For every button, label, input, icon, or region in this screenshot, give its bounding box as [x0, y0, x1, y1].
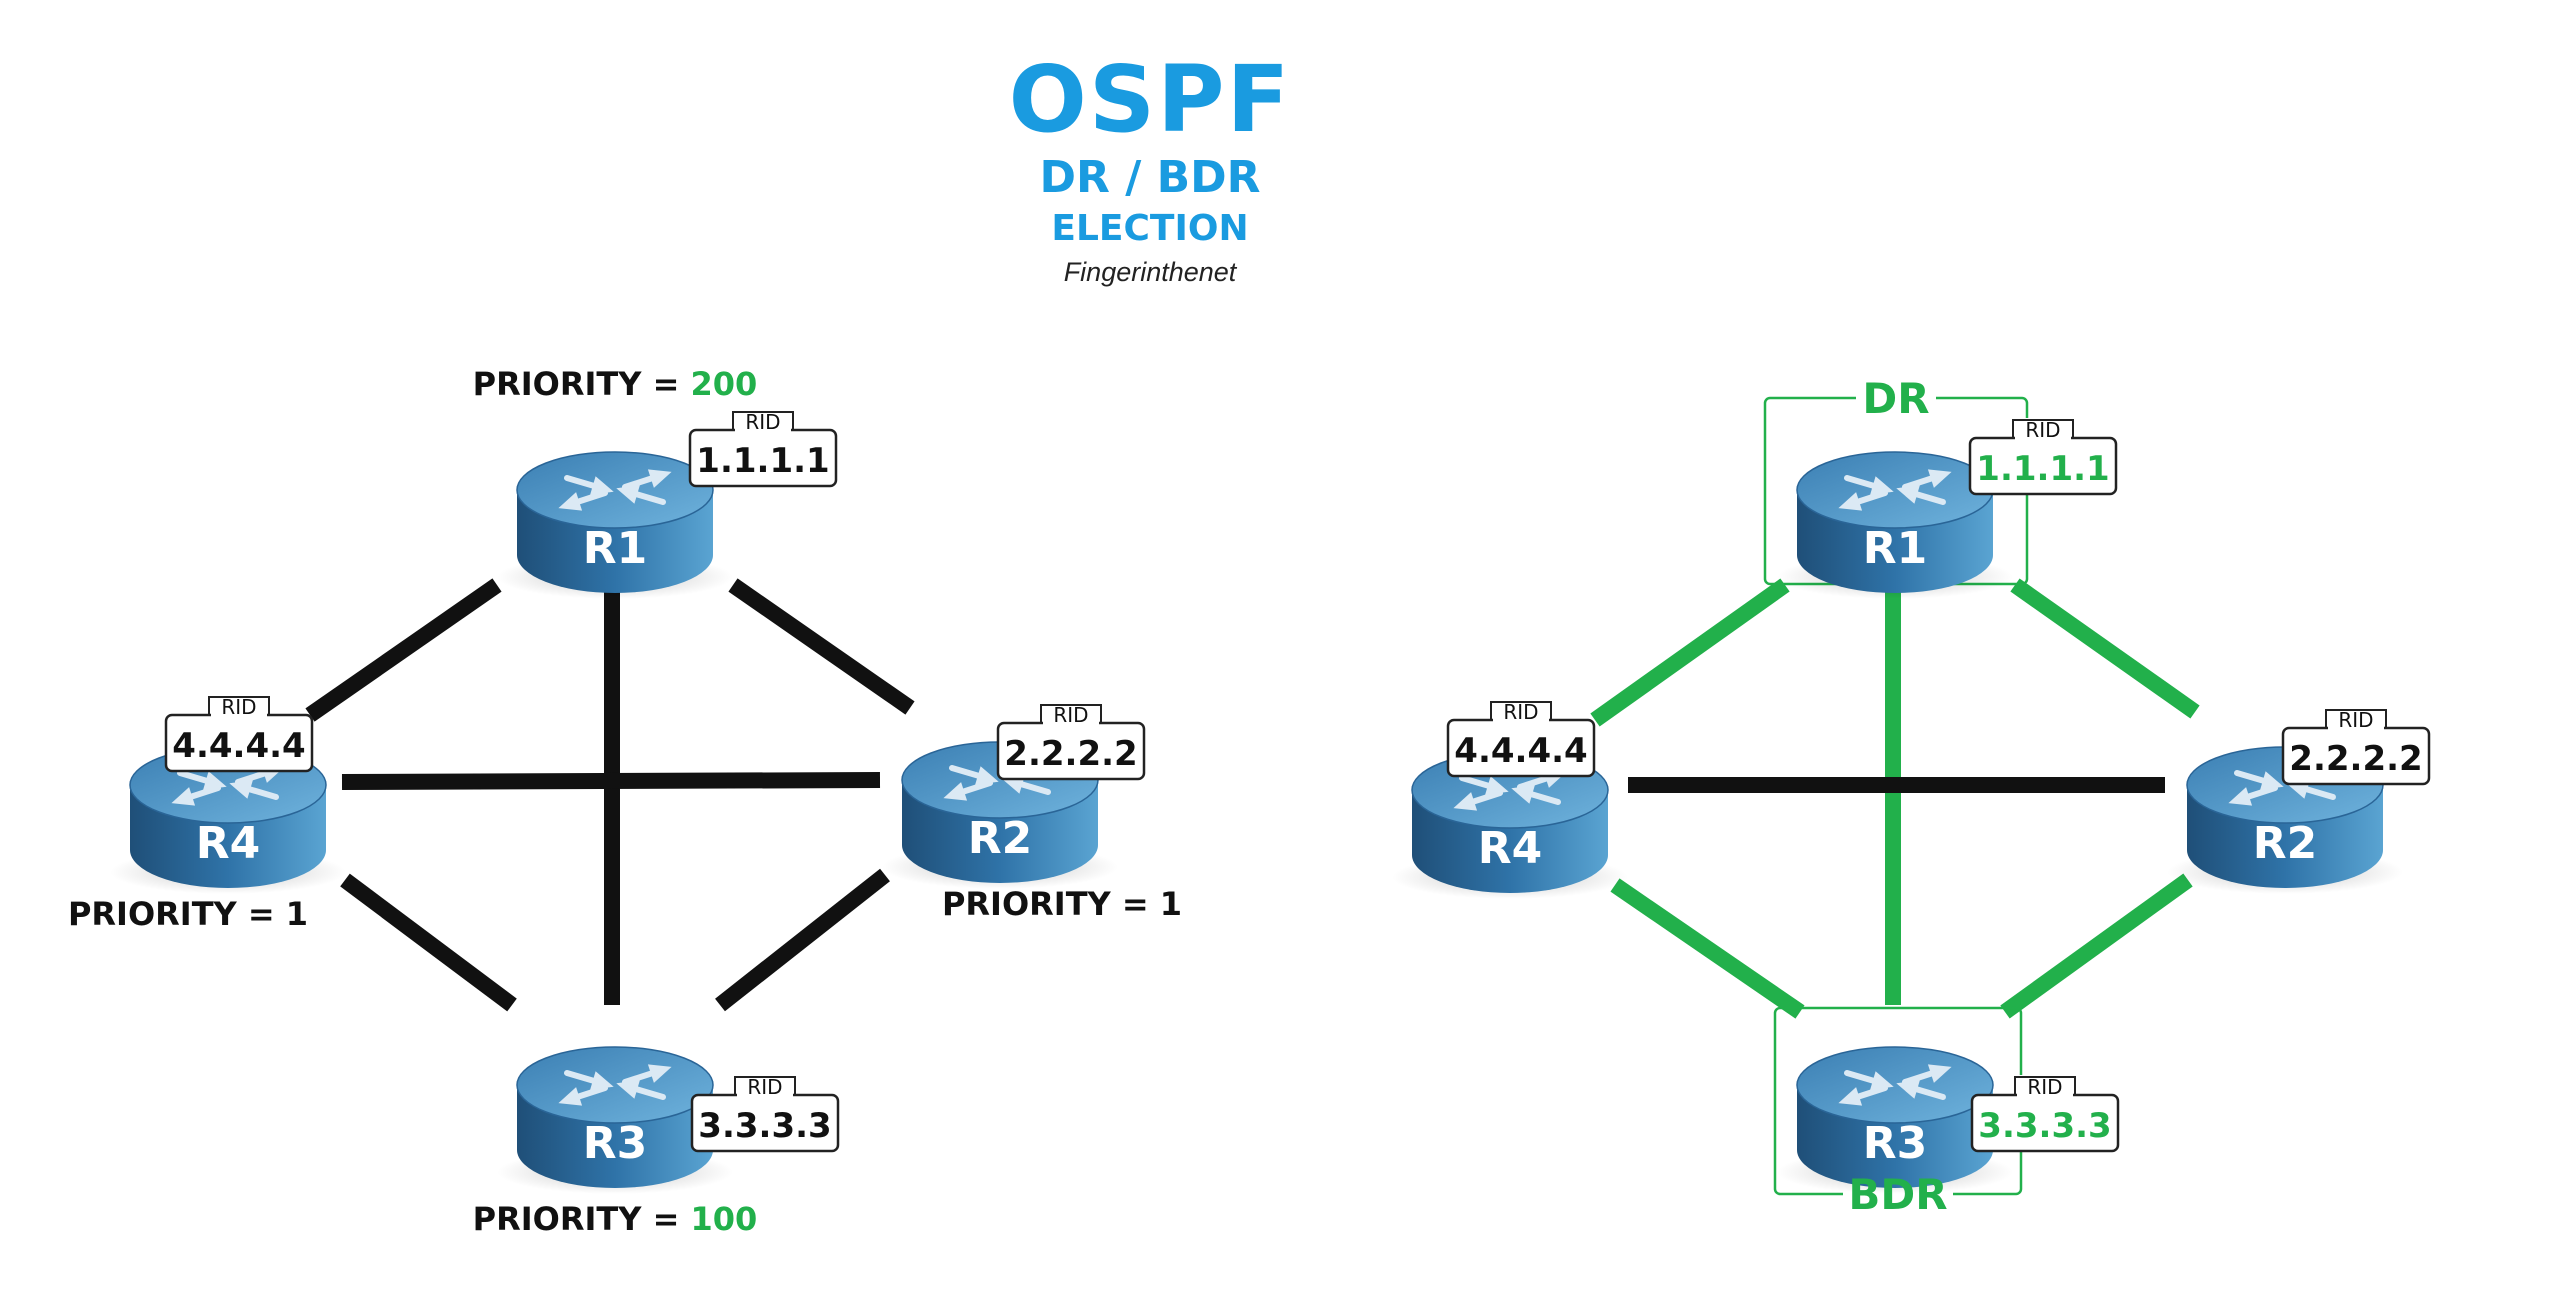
- rid-label: RID: [2025, 418, 2060, 442]
- link-right-r3-r4: [1610, 878, 1805, 1019]
- link-left-r3-r4: [340, 873, 517, 1012]
- router-name-label: R3: [583, 1118, 648, 1169]
- priority-label-r2: PRIORITY = 1: [942, 885, 1182, 923]
- role-label-dr: DR: [1862, 374, 1929, 423]
- priority-label-r3: PRIORITY = 100: [473, 1200, 758, 1238]
- priority-label-r1: PRIORITY = 200: [473, 365, 758, 403]
- router-right-r1: R1: [1777, 451, 2013, 599]
- router-name-label: R2: [2253, 818, 2318, 869]
- page-title: OSPF: [1008, 46, 1292, 153]
- router-arrows-icon: [1838, 469, 1952, 511]
- rid-value: 1.1.1.1: [1976, 449, 2109, 489]
- rid-value: 1.1.1.1: [696, 441, 829, 481]
- router-name-label: R4: [196, 818, 261, 869]
- rid-box-left-r1: RID 1.1.1.1: [688, 410, 838, 488]
- router-right-r3: R3: [1777, 1046, 2013, 1194]
- router-name-label: R4: [1478, 823, 1543, 874]
- link-left-r2-r4: [341, 772, 881, 790]
- rid-value: 4.4.4.4: [172, 726, 305, 766]
- router-name-label: R2: [968, 813, 1033, 864]
- role-label-bdr: BDR: [1848, 1170, 1947, 1219]
- router-name-label: R3: [1863, 1118, 1928, 1169]
- rid-value: 2.2.2.2: [1004, 734, 1137, 774]
- rid-box-right-r2: RID 2.2.2.2: [2281, 708, 2431, 786]
- router-name-label: R1: [1863, 523, 1928, 574]
- rid-label: RID: [2338, 708, 2373, 732]
- rid-value: 2.2.2.2: [2289, 739, 2422, 779]
- link-right-r1-r4: [1590, 578, 1790, 727]
- rid-box-right-r4: RID 4.4.4.4: [1446, 700, 1596, 778]
- link-left-r1-r2: [728, 578, 915, 715]
- rid-label: RID: [747, 1075, 782, 1099]
- router-left-r3: R3: [497, 1046, 733, 1194]
- link-left-r1-r4: [305, 578, 502, 722]
- router-arrows-icon: [1838, 1064, 1952, 1106]
- rid-value: 3.3.3.3: [1978, 1106, 2111, 1146]
- router-arrows-icon: [1453, 769, 1567, 811]
- rid-box-right-r1: RID 1.1.1.1: [1968, 418, 2118, 496]
- router-arrows-icon: [558, 1064, 672, 1106]
- router-arrows-icon: [558, 469, 672, 511]
- rid-label: RID: [221, 695, 256, 719]
- rid-label: RID: [1503, 700, 1538, 724]
- link-left-r2-r3: [715, 868, 890, 1012]
- page-subtitle-election: ELECTION: [1051, 208, 1249, 249]
- rid-label: RID: [2027, 1075, 2062, 1099]
- page-subtitle: DR / BDR: [1039, 152, 1261, 203]
- rid-box-right-r3: RID 3.3.3.3: [1970, 1075, 2120, 1153]
- link-right-r2-r3: [2000, 873, 2193, 1019]
- router-name-label: R1: [583, 523, 648, 574]
- link-right-r1-r2: [2010, 578, 2200, 719]
- author-credit: Fingerinthenet: [1063, 257, 1237, 287]
- rid-value: 4.4.4.4: [1454, 731, 1587, 771]
- links-layer: [305, 578, 2200, 1019]
- rid-label: RID: [1053, 703, 1088, 727]
- priority-label-r4: PRIORITY = 1: [68, 895, 308, 933]
- rid-label: RID: [745, 410, 780, 434]
- rid-box-left-r2: RID 2.2.2.2: [996, 703, 1146, 781]
- rid-box-left-r3: RID 3.3.3.3: [690, 1075, 840, 1153]
- rid-box-left-r4: RID 4.4.4.4: [164, 695, 314, 773]
- rid-value: 3.3.3.3: [698, 1106, 831, 1146]
- title-block: OSPF DR / BDR ELECTION Fingerinthenet: [930, 50, 1370, 292]
- router-left-r1: R1: [497, 451, 733, 599]
